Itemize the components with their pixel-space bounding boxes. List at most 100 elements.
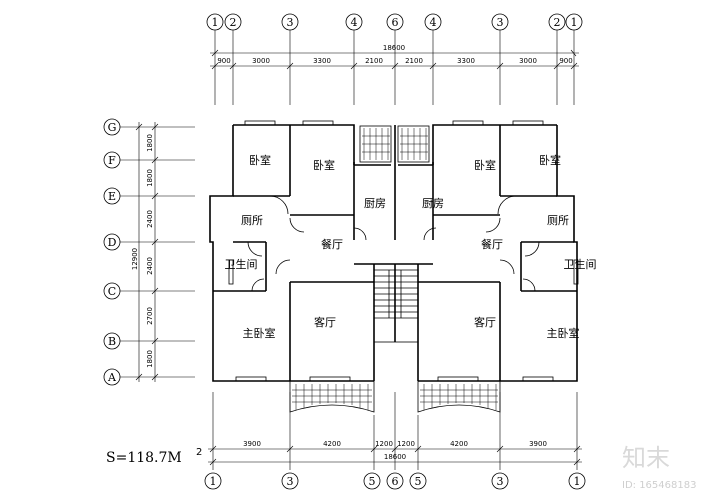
axis-label: 1 bbox=[571, 16, 578, 29]
axis-label: A bbox=[107, 371, 117, 384]
axis-label: 1 bbox=[210, 475, 217, 488]
windows bbox=[228, 120, 579, 382]
axis-label: 6 bbox=[392, 475, 399, 488]
axis-marker-left: B bbox=[103, 332, 121, 350]
room-bedroom: 卧室 bbox=[474, 158, 496, 172]
watermark: 知末 ID: 165468183 bbox=[622, 444, 696, 491]
axis-label: 3 bbox=[287, 475, 294, 488]
dimension-label: 1800 bbox=[146, 169, 154, 187]
room-bedroom: 卧室 bbox=[539, 153, 561, 167]
axis-label: 1 bbox=[212, 16, 219, 29]
axis-label: 2 bbox=[230, 16, 237, 29]
top-axis-markers: 1 2 3 4 6 4 3 2 1 bbox=[206, 13, 583, 31]
room-bathroom: 卫生间 bbox=[564, 257, 597, 271]
axis-marker-bottom: 1 bbox=[568, 472, 586, 490]
top-axis-lines bbox=[214, 30, 575, 105]
room-toilet: 厕所 bbox=[547, 214, 569, 227]
room-master-bedroom: 主卧室 bbox=[243, 326, 276, 340]
axis-marker-bottom: 3 bbox=[491, 472, 509, 490]
dimension-label: 3300 bbox=[457, 57, 475, 65]
dimension-label: 4200 bbox=[323, 440, 341, 448]
axis-label: 1 bbox=[574, 475, 581, 488]
axis-marker-left: F bbox=[103, 151, 121, 169]
axis-label: 2 bbox=[554, 16, 561, 29]
dimension-label: 2100 bbox=[365, 57, 383, 65]
bottom-dimensions: 3900 4200 1200 1200 4200 3900 18600 bbox=[208, 440, 582, 466]
room-bedroom: 卧室 bbox=[249, 153, 271, 167]
axis-marker-top: 3 bbox=[491, 13, 509, 31]
left-dimensions: 12900 1800 1800 2400 2400 2700 1800 bbox=[131, 123, 159, 381]
bottom-axis-markers: 1 3 5 6 5 3 1 bbox=[204, 472, 586, 490]
axis-label: C bbox=[108, 285, 116, 298]
axis-marker-top: 2 bbox=[548, 13, 566, 31]
axis-label: F bbox=[108, 154, 116, 167]
axis-label: 6 bbox=[392, 16, 399, 29]
axis-label: G bbox=[108, 121, 117, 134]
axis-marker-left: E bbox=[103, 187, 121, 205]
staircase bbox=[374, 269, 418, 319]
dimension-label: 2100 bbox=[405, 57, 423, 65]
axis-marker-top: 4 bbox=[345, 13, 363, 31]
room-living: 客厅 bbox=[314, 315, 336, 329]
room-toilet: 厕所 bbox=[241, 214, 263, 227]
dimension-label: 2700 bbox=[146, 307, 154, 325]
axis-marker-bottom: 3 bbox=[281, 472, 299, 490]
watermark-id: ID: 165468183 bbox=[622, 480, 696, 491]
room-master-bedroom: 主卧室 bbox=[547, 326, 580, 340]
room-labels: 卧室 卧室 卧室 卧室 厨房 厨房 厕所 厕所 餐厅 餐厅 卫生间 卫生间 客厅… bbox=[225, 153, 597, 340]
dimension-label: 3900 bbox=[243, 440, 261, 448]
axis-marker-top: 1 bbox=[565, 13, 583, 31]
dimension-total-top: 18600 bbox=[383, 44, 405, 52]
dimension-label: 3300 bbox=[313, 57, 331, 65]
dimension-label: 900 bbox=[217, 57, 230, 65]
dimension-label: 1200 bbox=[375, 440, 393, 448]
left-axis-markers: G F E D C B A bbox=[103, 118, 121, 386]
axis-marker-left: G bbox=[103, 118, 121, 136]
dimension-label: 3900 bbox=[529, 440, 547, 448]
axis-label: 4 bbox=[351, 16, 358, 29]
room-dining: 餐厅 bbox=[481, 237, 503, 251]
axis-label: E bbox=[108, 190, 116, 203]
axis-marker-bottom: 5 bbox=[363, 472, 381, 490]
axis-marker-bottom: 5 bbox=[409, 472, 427, 490]
room-living: 客厅 bbox=[474, 315, 496, 329]
axis-marker-left: A bbox=[103, 368, 121, 386]
room-dining: 餐厅 bbox=[321, 237, 343, 251]
axis-marker-top: 2 bbox=[224, 13, 242, 31]
dimension-label: 1800 bbox=[146, 134, 154, 152]
axis-marker-left: D bbox=[103, 233, 121, 251]
top-dimensions: 18600 900 3000 3300 2100 2100 3300 3000 … bbox=[210, 44, 579, 70]
axis-marker-top: 3 bbox=[281, 13, 299, 31]
axis-label: 5 bbox=[415, 475, 422, 488]
axis-marker-top: 4 bbox=[424, 13, 442, 31]
dimension-label: 2400 bbox=[146, 257, 154, 275]
door-swings bbox=[247, 195, 540, 292]
axis-marker-top: 6 bbox=[386, 13, 404, 31]
area-value: S=118.7M bbox=[106, 450, 182, 466]
dimension-total-left: 12900 bbox=[131, 248, 139, 270]
axis-label: D bbox=[108, 236, 117, 249]
dimension-label: 1200 bbox=[397, 440, 415, 448]
room-kitchen: 厨房 bbox=[422, 197, 444, 210]
dimension-total-bottom: 18600 bbox=[384, 453, 406, 461]
axis-label: B bbox=[108, 335, 116, 348]
axis-marker-bottom: 1 bbox=[204, 472, 222, 490]
area-superscript: 2 bbox=[196, 447, 202, 458]
dimension-label: 2400 bbox=[146, 210, 154, 228]
room-bedroom: 卧室 bbox=[313, 158, 335, 172]
bottom-axis-lines bbox=[212, 392, 578, 470]
axis-label: 5 bbox=[369, 475, 376, 488]
dimension-label: 3000 bbox=[519, 57, 537, 65]
dimension-label: 1800 bbox=[146, 350, 154, 368]
room-bathroom: 卫生间 bbox=[225, 257, 258, 271]
dimension-label: 4200 bbox=[450, 440, 468, 448]
axis-marker-top: 1 bbox=[206, 13, 224, 31]
dimension-label: 900 bbox=[559, 57, 572, 65]
axis-label: 4 bbox=[430, 16, 437, 29]
axis-marker-left: C bbox=[103, 282, 121, 300]
watermark-logo: 知末 bbox=[622, 444, 670, 472]
axis-label: 3 bbox=[497, 475, 504, 488]
area-label: S=118.7M 2 bbox=[106, 447, 202, 466]
axis-marker-bottom: 6 bbox=[386, 472, 404, 490]
